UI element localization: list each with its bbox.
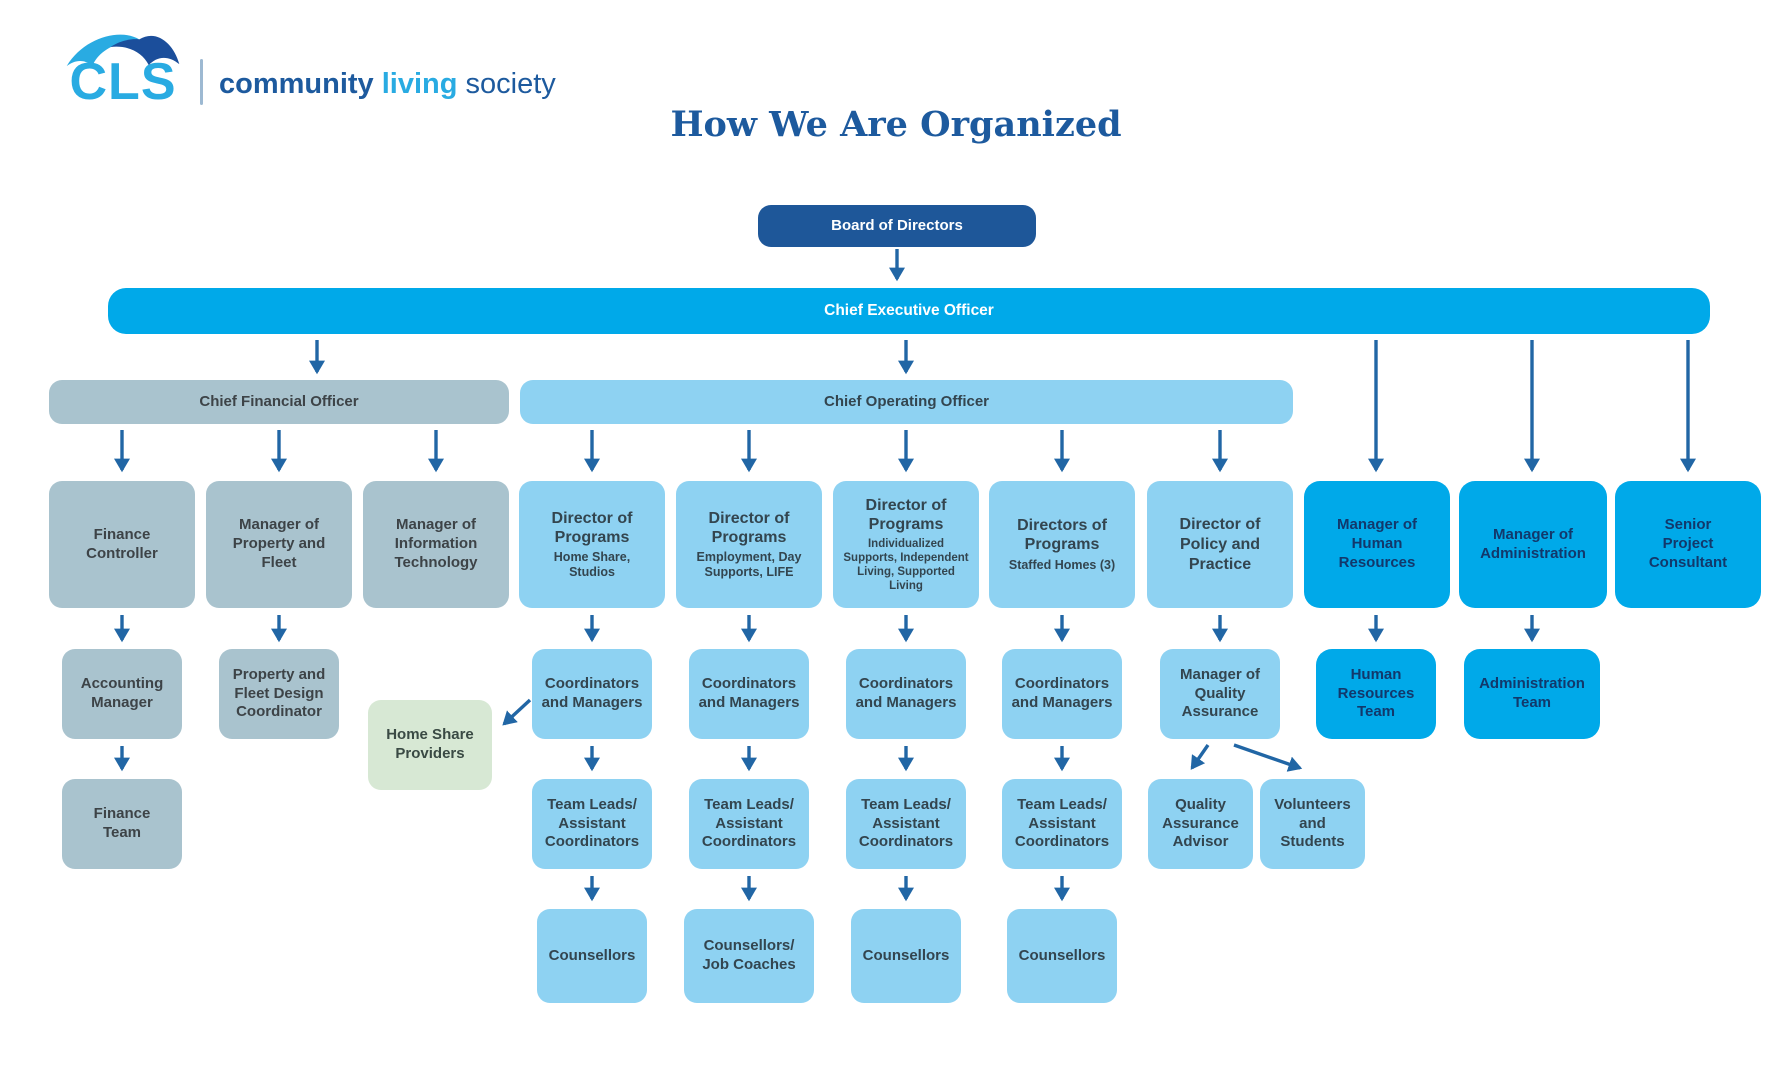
node-chief-operating-officer: Chief Operating Officer <box>520 380 1293 424</box>
arrow <box>502 698 532 726</box>
node-board-of-directors: Board of Directors <box>758 205 1036 247</box>
logo-word-living: living <box>381 68 458 100</box>
node-home-share-providers: Home Share Providers <box>368 700 492 790</box>
node-team-leads-2: Team Leads/ Assistant Coordinators <box>689 779 809 869</box>
node-director-policy-practice: Director of Policy and Practice <box>1147 481 1293 608</box>
node-counsellors-3: Counsellors <box>851 909 961 1003</box>
node-directors-programs-staffed-homes: Directors of Programs Staffed Homes (3) <box>989 481 1135 608</box>
node-coordinators-managers-3: Coordinators and Managers <box>846 649 966 739</box>
node-counsellors-4: Counsellors <box>1007 909 1117 1003</box>
umbrella-icon <box>66 34 180 67</box>
node-chief-executive-officer: Chief Executive Officer <box>108 288 1710 334</box>
node-director-programs-home-share: Director of Programs Home Share, Studios <box>519 481 665 608</box>
node-accounting-manager: Accounting Manager <box>62 649 182 739</box>
node-director-programs-individualized: Director of Programs Individualized Supp… <box>833 481 979 608</box>
node-quality-assurance-advisor: Quality Assurance Advisor <box>1148 779 1253 869</box>
node-director-programs-employment: Director of Programs Employment, Day Sup… <box>676 481 822 608</box>
logo-mark: CLS <box>62 26 184 108</box>
node-manager-property-fleet: Manager of Property and Fleet <box>206 481 352 608</box>
logo-divider <box>200 59 203 105</box>
logo-wordmark: community living society <box>219 70 556 99</box>
node-volunteers-students: Volunteers and Students <box>1260 779 1365 869</box>
node-counsellors-job-coaches: Counsellors/ Job Coaches <box>684 909 814 1003</box>
node-coordinators-managers-2: Coordinators and Managers <box>689 649 809 739</box>
node-manager-administration: Manager of Administration <box>1459 481 1607 608</box>
node-chief-financial-officer: Chief Financial Officer <box>49 380 509 424</box>
node-manager-human-resources: Manager of Human Resources <box>1304 481 1450 608</box>
node-senior-project-consultant: Senior Project Consultant <box>1615 481 1761 608</box>
logo-word-society: society <box>465 68 556 100</box>
cls-logo: CLS community living society <box>62 26 556 108</box>
node-coordinators-managers-1: Coordinators and Managers <box>532 649 652 739</box>
node-administration-team: Administration Team <box>1464 649 1600 739</box>
node-team-leads-3: Team Leads/ Assistant Coordinators <box>846 779 966 869</box>
node-coordinators-managers-4: Coordinators and Managers <box>1002 649 1122 739</box>
node-counsellors-1: Counsellors <box>537 909 647 1003</box>
node-human-resources-team: Human Resources Team <box>1316 649 1436 739</box>
node-finance-team: Finance Team <box>62 779 182 869</box>
logo-acronym: CLS <box>69 53 177 111</box>
arrow <box>1233 743 1303 772</box>
page-title: How We Are Organized <box>670 104 1122 145</box>
arrow <box>1190 744 1210 770</box>
node-property-fleet-design-coordinator: Property and Fleet Design Coordinator <box>219 649 339 739</box>
node-team-leads-4: Team Leads/ Assistant Coordinators <box>1002 779 1122 869</box>
logo-word-community: community <box>219 68 374 100</box>
node-finance-controller: Finance Controller <box>49 481 195 608</box>
node-manager-information-technology: Manager of Information Technology <box>363 481 509 608</box>
node-team-leads-1: Team Leads/ Assistant Coordinators <box>532 779 652 869</box>
node-manager-quality-assurance: Manager of Quality Assurance <box>1160 649 1280 739</box>
